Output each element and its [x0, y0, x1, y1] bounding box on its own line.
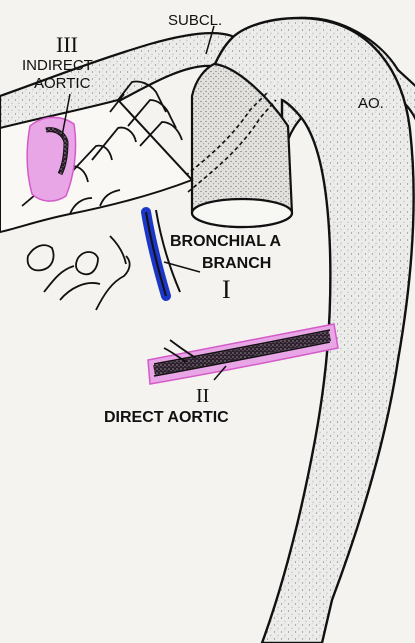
indirect-label-line2: AORTIC — [34, 75, 91, 92]
bronchial-numeral: I — [222, 275, 231, 304]
bronchial-label-line2: BRANCH — [202, 255, 271, 272]
bronchial-artery-branch — [146, 210, 180, 296]
indirect-numeral: III — [56, 32, 78, 57]
indirect-label-line1: INDIRECT — [22, 57, 93, 74]
lung-branches — [28, 236, 130, 310]
direct-label: DIRECT AORTIC — [104, 409, 229, 426]
direct-numeral: II — [196, 385, 209, 407]
indirect-aortic-anastomosis — [27, 117, 75, 201]
bronchial-label-line1: BRONCHIAL A — [170, 233, 282, 250]
direct-aortic-anastomosis — [148, 324, 338, 384]
aorta-label: AO. — [358, 95, 384, 112]
subclavian-label: SUBCL. — [168, 12, 222, 29]
